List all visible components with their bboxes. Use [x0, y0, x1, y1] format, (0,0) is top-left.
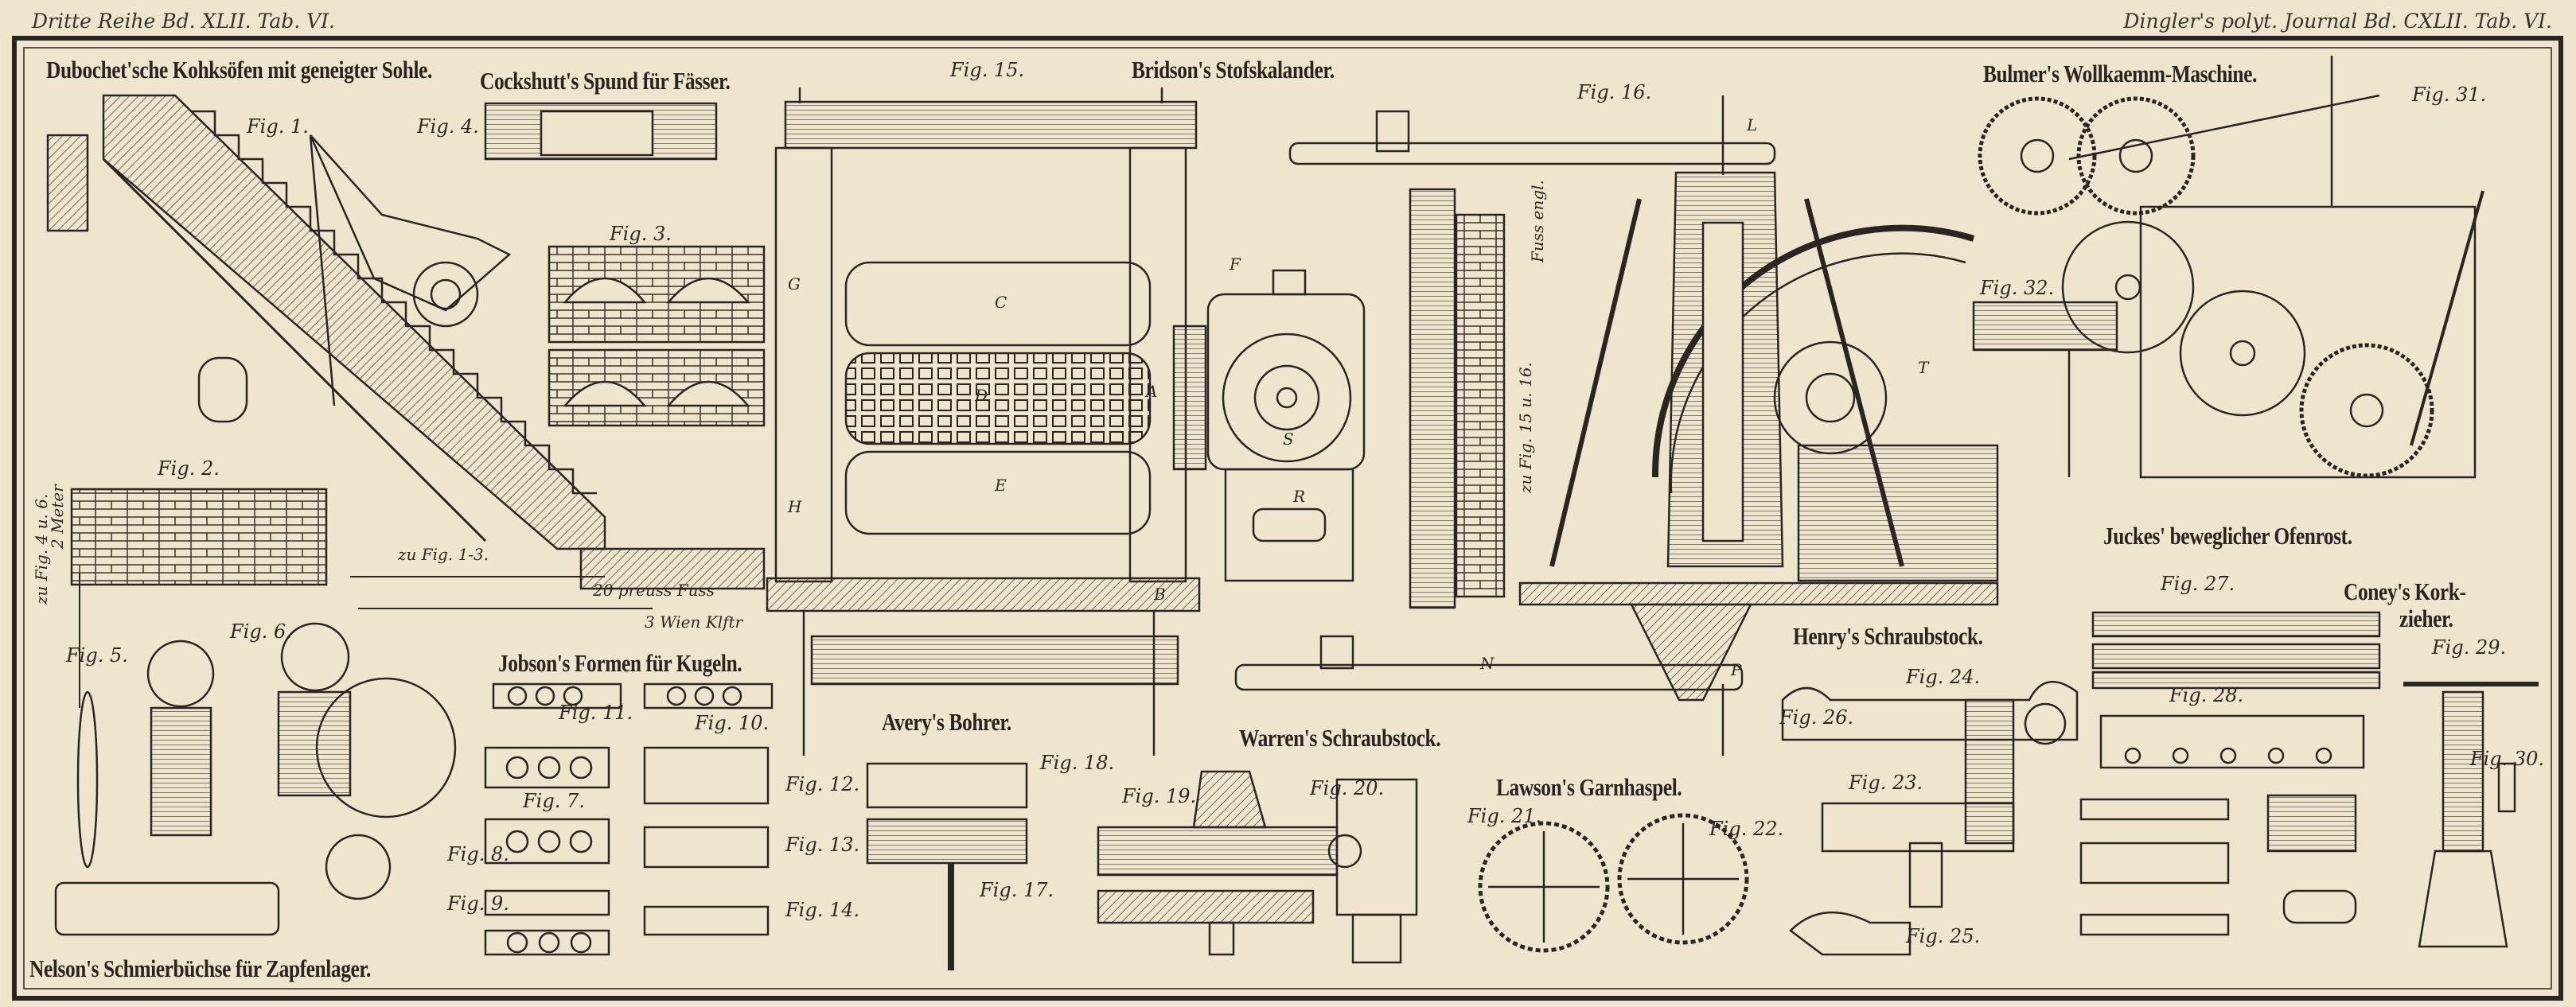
wool-combing-machine-drawing: [1972, 56, 2484, 479]
fig-label-20: Fig. 20.: [1310, 777, 1385, 799]
fig-label-9: Fig. 9.: [447, 892, 509, 915]
calender-side-drawing: [1234, 95, 1999, 756]
fig-label-22: Fig. 22.: [1709, 818, 1784, 840]
plate-border: [12, 36, 2563, 1001]
part-letter-g: G: [788, 274, 801, 294]
title-dubochet: Dubochet'sche Kohksöfen mit geneigter So…: [46, 56, 432, 84]
title-nelson: Nelson's Schmierbüchse für Zapfenlager.: [29, 955, 371, 982]
scale-label-fig-15-16: zu Fig. 15 u. 16.: [1516, 362, 1535, 493]
fig-label-15: Fig. 15.: [950, 59, 1025, 81]
fig-label-27: Fig. 27.: [2161, 573, 2235, 595]
part-letter-b: B: [1154, 585, 1166, 604]
fig-label-12: Fig. 12.: [785, 773, 860, 795]
fig-label-5: Fig. 5.: [66, 644, 128, 667]
jobson-moulds-drawing: [484, 682, 774, 956]
plate-reference-right: Dingler's polyt. Journal Bd. CXLII. Tab.…: [2123, 10, 2552, 33]
plate-reference-left: Dritte Reihe Bd. XLII. Tab. VI.: [32, 10, 336, 33]
fig-label-26: Fig. 26.: [1779, 706, 1854, 729]
fig-label-23: Fig. 23.: [1849, 772, 1923, 794]
fig-label-19: Fig. 19.: [1122, 785, 1197, 807]
fig-label-32: Fig. 32.: [1980, 277, 2055, 299]
fig-label-7: Fig. 7.: [523, 790, 585, 812]
title-bulmer: Bulmer's Wollkaemm-Maschine.: [1983, 60, 2257, 87]
fig-label-2: Fig. 2.: [158, 457, 220, 480]
fig-label-24: Fig. 24.: [1906, 666, 1981, 688]
title-warren: Warren's Schraubstock.: [1239, 724, 1441, 752]
fig-label-17: Fig. 17.: [980, 879, 1054, 901]
part-letter-s: S: [1283, 430, 1294, 449]
scale-label-fig-1-3: zu Fig. 1-3.: [398, 545, 489, 564]
fig-label-16: Fig. 16.: [1577, 81, 1652, 103]
avery-drill-drawing: [866, 762, 1028, 970]
scale-label-fuss-engl: Fuss engl.: [1528, 180, 1547, 262]
lawson-reel-drawing: [1478, 813, 1749, 953]
corkscrew-drawing: [2403, 682, 2539, 948]
part-letter-r: R: [1293, 487, 1306, 506]
cockshutt-bung-drawing: [484, 102, 718, 161]
juckes-grate-drawing: [2079, 611, 2381, 936]
part-letter-t: T: [1918, 358, 1929, 377]
fig-label-21: Fig. 21.: [1467, 805, 1542, 827]
scale-bars: [79, 573, 653, 708]
part-letter-l: L: [1747, 115, 1758, 134]
title-avery: Avery's Bohrer.: [882, 708, 1011, 736]
scale-label-meter: 2 Meter: [48, 484, 67, 549]
oven-front-drawing: [548, 245, 766, 427]
fig-label-1: Fig. 1.: [247, 115, 309, 138]
fig-label-29: Fig. 29.: [2432, 636, 2507, 659]
fig-label-4: Fig. 4.: [417, 115, 479, 138]
part-letter-d: D: [975, 386, 988, 405]
henry-vise-drawing: [1781, 680, 2079, 956]
part-letter-p: P: [1731, 660, 1742, 679]
fig-label-6: Fig. 6.: [230, 620, 292, 643]
scale-label-preuss-fuss: 20 preuss Fuss: [593, 581, 715, 600]
title-jobson: Jobson's Formen für Kugeln.: [498, 649, 742, 677]
title-henry: Henry's Schraubstock.: [1793, 622, 1983, 650]
fig-label-13: Fig. 13.: [785, 834, 860, 856]
title-lawson: Lawson's Garnhaspel.: [1496, 773, 1682, 801]
nelson-oil-box-drawing: [54, 622, 457, 936]
fig-label-3: Fig. 3.: [610, 223, 672, 245]
part-letter-e: E: [995, 476, 1007, 495]
part-letter-h: H: [788, 497, 802, 516]
title-bridson: Bridson's Stofskalander.: [1132, 56, 1335, 84]
part-letter-a: A: [1146, 382, 1158, 401]
warren-vise-drawing: [1097, 770, 1418, 964]
fig-label-18: Fig. 18.: [1040, 752, 1115, 774]
fig-label-8: Fig. 8.: [447, 843, 509, 865]
title-coney-line1: Coney's Kork-: [2344, 577, 2466, 605]
title-coney-line2: zieher.: [2399, 605, 2453, 632]
fig-label-30: Fig. 30.: [2469, 748, 2544, 770]
oven-plan-drawing: [70, 488, 328, 586]
fig-label-31: Fig. 31.: [2412, 84, 2487, 106]
part-letter-f: F: [1230, 255, 1241, 274]
title-juckes: Juckes' beweglicher Ofenrost.: [2103, 522, 2352, 550]
fig-label-25: Fig. 25.: [1906, 925, 1981, 947]
calender-machine-drawing: [766, 87, 1506, 756]
part-letter-n: N: [1480, 654, 1495, 673]
coke-oven-drawing: [46, 94, 766, 590]
fig-label-14: Fig. 14.: [785, 899, 860, 921]
scale-label-wien-klftr: 3 Wien Klftr: [645, 612, 743, 632]
title-cockshutt: Cockshutt's Spund für Fässer.: [480, 67, 731, 95]
fig-label-10: Fig. 10.: [695, 712, 770, 734]
fig-label-28: Fig. 28.: [2169, 684, 2244, 706]
fig-label-11: Fig. 11.: [559, 702, 633, 724]
part-letter-c: C: [995, 293, 1007, 312]
